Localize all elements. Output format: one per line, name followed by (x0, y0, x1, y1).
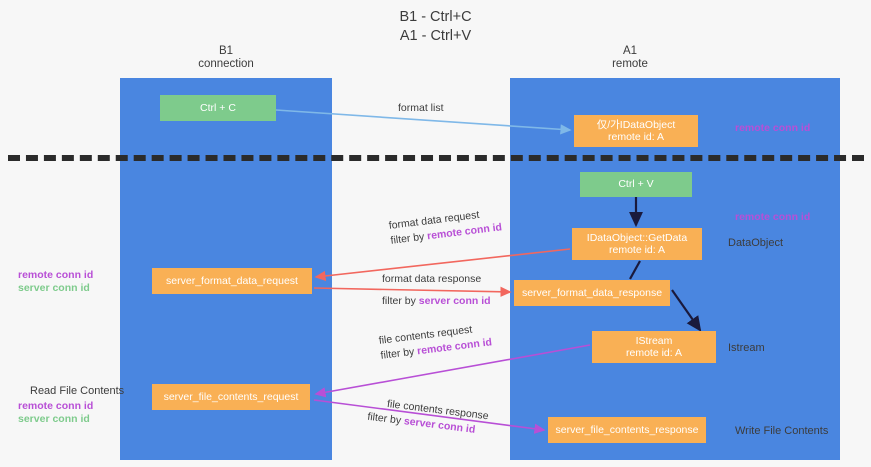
side-label-dataobject: DataObject (728, 237, 784, 249)
side-label-istream: Istream (728, 342, 765, 354)
legend-left-conn-ids-bottom: remote conn id server conn id (18, 400, 93, 426)
edge-label-file-contents-response: file contents response filter by server … (367, 397, 490, 439)
edge-label-format-list-text: format list (398, 102, 444, 114)
edge-label-format-data-response: format data response filter by server co… (382, 272, 491, 309)
legend-left-conn-ids-top: remote conn id server conn id (18, 269, 93, 295)
filter-prefix: filter by (379, 345, 418, 362)
edge-label-format-data-response-text: format data response (382, 273, 482, 285)
edge-label-file-contents-request: file contents request filter by remote c… (378, 320, 493, 363)
box-istream-line-1: IStream (635, 334, 673, 347)
box-getdata-line-1: IDataObject::GetData (586, 231, 688, 244)
column-header-b1-name: B1 (218, 45, 234, 57)
column-header-b1: B1 connection (140, 45, 312, 71)
box-ctrl-c-label: Ctrl + C (200, 101, 236, 114)
box-server-format-data-response-label: server_format_data_response (521, 286, 663, 299)
title-line-1: B1 - Ctrl+C (399, 9, 472, 25)
legend-remote-conn-id-top: remote conn id (735, 122, 811, 134)
box-idataobject-line-2: remote id: A (607, 131, 665, 143)
box-idataobject-getdata[interactable]: IDataObject::GetData remote id: A (572, 228, 702, 260)
box-server-file-contents-request[interactable]: server_file_contents_request (152, 384, 310, 410)
box-server-file-contents-response[interactable]: server_file_contents_response (548, 417, 706, 443)
box-server-file-contents-request-label: server_file_contents_request (163, 390, 299, 403)
filter-prefix: filter by (366, 410, 405, 428)
box-idataobject-line-1: 仅/가IDataObject (596, 118, 676, 131)
box-server-format-data-response[interactable]: server_format_data_response (514, 280, 670, 306)
box-ctrl-c[interactable]: Ctrl + C (160, 95, 276, 121)
box-server-file-contents-response-label: server_file_contents_response (555, 423, 699, 436)
column-header-a1-name: A1 (622, 45, 638, 57)
box-ctrl-v[interactable]: Ctrl + V (580, 172, 692, 197)
side-label-read-file-contents: Read File Contents (30, 385, 125, 397)
column-header-a1-sub: remote (612, 58, 648, 70)
filter-prefix: filter by (389, 230, 428, 247)
filter-key-server-conn-id: server conn id (418, 295, 491, 307)
edge-label-format-data-request: format data request filter by remote con… (388, 205, 503, 248)
legend-left-remote-conn-id-top: remote conn id (18, 269, 94, 281)
column-header-b1-sub: connection (198, 58, 254, 70)
legend-remote-conn-id-mid: remote conn id (735, 211, 811, 223)
box-server-format-data-request-label: server_format_data_request (166, 274, 298, 287)
box-istream-line-2: remote id: A (625, 347, 683, 359)
legend-left-server-conn-id-top: server conn id (18, 282, 90, 294)
box-server-format-data-request[interactable]: server_format_data_request (152, 268, 312, 294)
diagram-title: B1 - Ctrl+C A1 - Ctrl+V (0, 8, 871, 46)
box-idataobject[interactable]: 仅/가IDataObject remote id: A (574, 115, 698, 147)
box-istream[interactable]: IStream remote id: A (592, 331, 716, 363)
edge-label-format-data-response-filter: filter by server conn id (382, 294, 491, 309)
title-line-2: A1 - Ctrl+V (399, 28, 472, 44)
phase-divider (8, 155, 864, 161)
column-header-a1: A1 remote (545, 45, 715, 71)
edge-label-format-list: format list (398, 101, 444, 116)
side-label-write-file-contents: Write File Contents (735, 425, 829, 437)
box-ctrl-v-label: Ctrl + V (618, 178, 654, 191)
legend-left-server-conn-id-bottom: server conn id (18, 413, 90, 425)
filter-prefix: filter by (382, 295, 419, 307)
box-getdata-line-2: remote id: A (608, 244, 666, 256)
legend-left-remote-conn-id-bottom: remote conn id (18, 400, 94, 412)
